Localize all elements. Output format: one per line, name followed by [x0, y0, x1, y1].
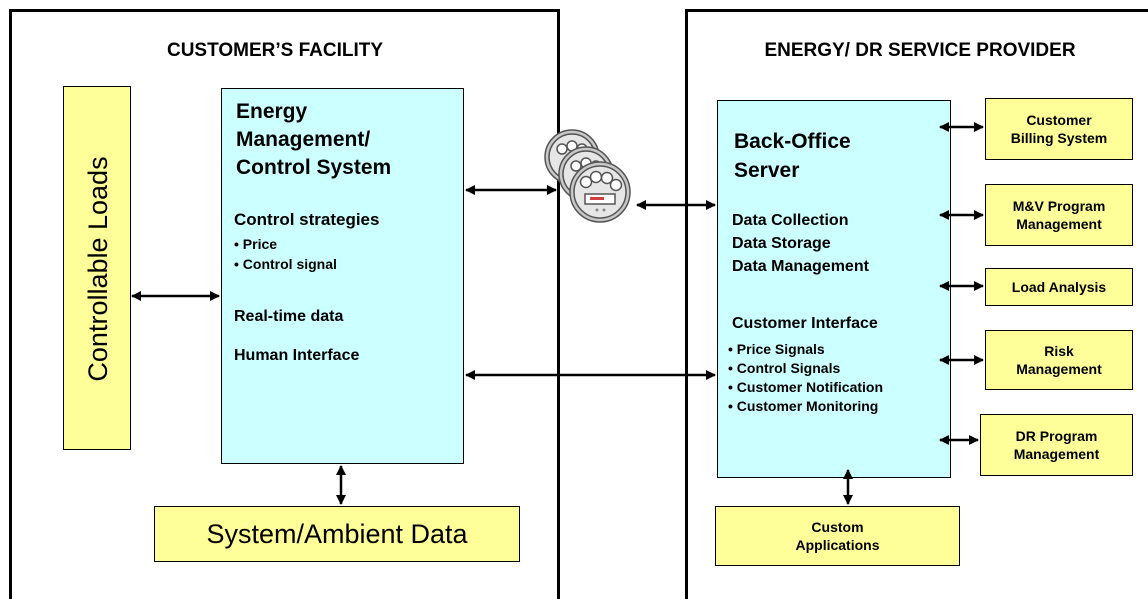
data-functions-list: Data Collection Data Storage Data Manage…: [732, 209, 869, 278]
energy-management-box: Energy Management/ Control System Contro…: [221, 88, 464, 464]
server-title-line: Server: [734, 159, 800, 182]
dr-program-line: Management: [1013, 446, 1100, 462]
customer-billing-line: Customer: [1026, 112, 1092, 128]
system-ambient-label: System/Ambient Data: [206, 518, 468, 549]
strategy-item: • Price: [234, 236, 278, 252]
server-title-line: Back-Office: [734, 130, 851, 153]
connector-layer: [131, 122, 984, 505]
data-function-item: Data Management: [732, 258, 869, 275]
control-strategies-label: Control strategies: [234, 210, 380, 229]
customer-facility-title: CUSTOMER’S FACILITY: [166, 40, 384, 61]
mv-program-line: M&V Program: [1012, 198, 1106, 214]
strategy-item: • Control signal: [234, 256, 337, 272]
ems-title: Energy Management/ Control System: [236, 98, 391, 182]
server-title: Back-Office Server: [734, 127, 851, 185]
human-interface-label: Human Interface: [234, 347, 360, 364]
risk-management-line: Risk: [1044, 343, 1074, 359]
data-function-item: Data Storage: [732, 235, 831, 252]
electric-meter-icon: [544, 129, 631, 223]
custom-applications-line: Applications: [795, 537, 880, 553]
strategy-list: • Price • Control signal: [234, 234, 337, 274]
dr-program-line: DR Program: [1015, 428, 1098, 444]
service-provider-panel: [685, 9, 1148, 599]
customer-interface-label: Customer Interface: [732, 315, 878, 332]
ems-title-line: Control System: [236, 156, 392, 179]
interface-item: • Control Signals: [728, 360, 841, 376]
interface-list: • Price Signals • Control Signals • Cust…: [728, 340, 883, 416]
interface-item: • Customer Notification: [728, 379, 884, 395]
controllable-loads-box: Controllable Loads: [63, 86, 131, 450]
ems-title-line: Energy: [236, 100, 308, 123]
realtime-data-label: Real-time data: [234, 308, 344, 325]
load-analysis-box: Load Analysis: [985, 268, 1133, 306]
provider-title: ENERGY/ DR SERVICE PROVIDER: [764, 40, 1076, 61]
customer-billing-line: Billing System: [1010, 130, 1108, 146]
interface-item: • Customer Monitoring: [728, 398, 879, 414]
custom-applications-line: Custom: [811, 519, 864, 535]
interface-item: • Price Signals: [728, 341, 825, 357]
risk-management-line: Management: [1016, 361, 1102, 377]
load-analysis-label: Load Analysis: [1011, 279, 1107, 295]
data-function-item: Data Collection: [732, 212, 849, 229]
customer-facility-panel: [9, 9, 560, 599]
system-ambient-box: System/Ambient Data: [154, 506, 520, 562]
ems-title-line: Management/: [236, 128, 371, 151]
mv-program-line: Management: [1016, 216, 1102, 232]
